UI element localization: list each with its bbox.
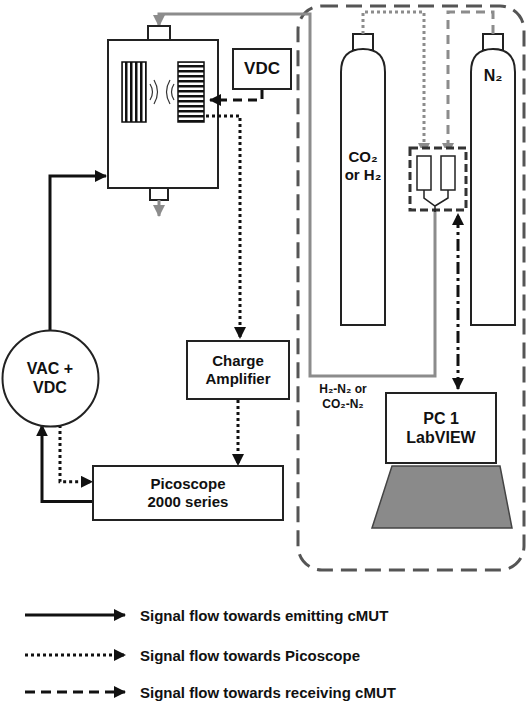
node-text: N₂	[484, 66, 503, 85]
node-text: LabVIEW	[406, 428, 475, 447]
legend-sample	[25, 614, 125, 617]
legend-sample	[25, 691, 125, 694]
gas-mix-label: H₂-N₂ or CO₂-N₂	[312, 382, 374, 412]
cell-outlet	[150, 188, 168, 200]
signal-connector	[60, 425, 92, 482]
node-text: Charge Amplifier	[193, 352, 283, 388]
drive-line	[50, 176, 106, 332]
cylinder-neck	[483, 34, 503, 50]
cylinder-neck	[353, 34, 373, 50]
signal-connector	[237, 400, 240, 465]
cylinder-outline	[340, 48, 386, 326]
legend-sample	[25, 654, 125, 657]
oscilloscope-box: Picoscope 2000 series	[92, 465, 284, 521]
cmut-cell	[108, 40, 218, 188]
circle-outline	[1, 329, 100, 428]
ultrasound-waves	[150, 80, 174, 104]
legend-text: Signal flow towards Picoscope	[140, 647, 360, 664]
flow-controller	[417, 156, 431, 190]
receive-signal-line	[206, 116, 240, 338]
control-line	[457, 214, 460, 389]
gas-cylinder: CO₂ or H₂	[340, 48, 386, 326]
gas-outlet-arrow	[158, 200, 161, 216]
gas-cylinder: N₂	[470, 48, 516, 326]
legend-text: Signal flow towards emitting cMUT	[140, 607, 388, 624]
gas-pipe	[159, 14, 435, 376]
node-text: PC 1	[423, 409, 459, 428]
node-text: Picoscope 2000 series	[133, 475, 243, 511]
legend-text: Signal flow towards receiving cMUT	[140, 684, 396, 701]
bias-line	[210, 90, 262, 100]
flow-merge	[424, 190, 448, 212]
signal-connector	[42, 425, 92, 501]
amplifier-box: Charge Amplifier	[186, 340, 290, 400]
cylinder-outline	[470, 48, 516, 326]
gas-region	[298, 6, 524, 570]
computer-box: PC 1LabVIEW	[385, 392, 497, 464]
node-text: VAC + VDC	[10, 359, 90, 397]
mass-flow-box	[410, 148, 466, 210]
node-text: VDC	[244, 59, 280, 79]
voltage-source: VAC + VDC	[1, 329, 100, 428]
flow-controller	[441, 156, 455, 190]
emitting-cmut	[122, 62, 146, 122]
receiving-cmut	[178, 62, 204, 122]
laptop-base	[372, 466, 512, 528]
voltage-box: VDC	[232, 48, 292, 90]
node-text: CO₂ or H₂	[342, 148, 384, 184]
